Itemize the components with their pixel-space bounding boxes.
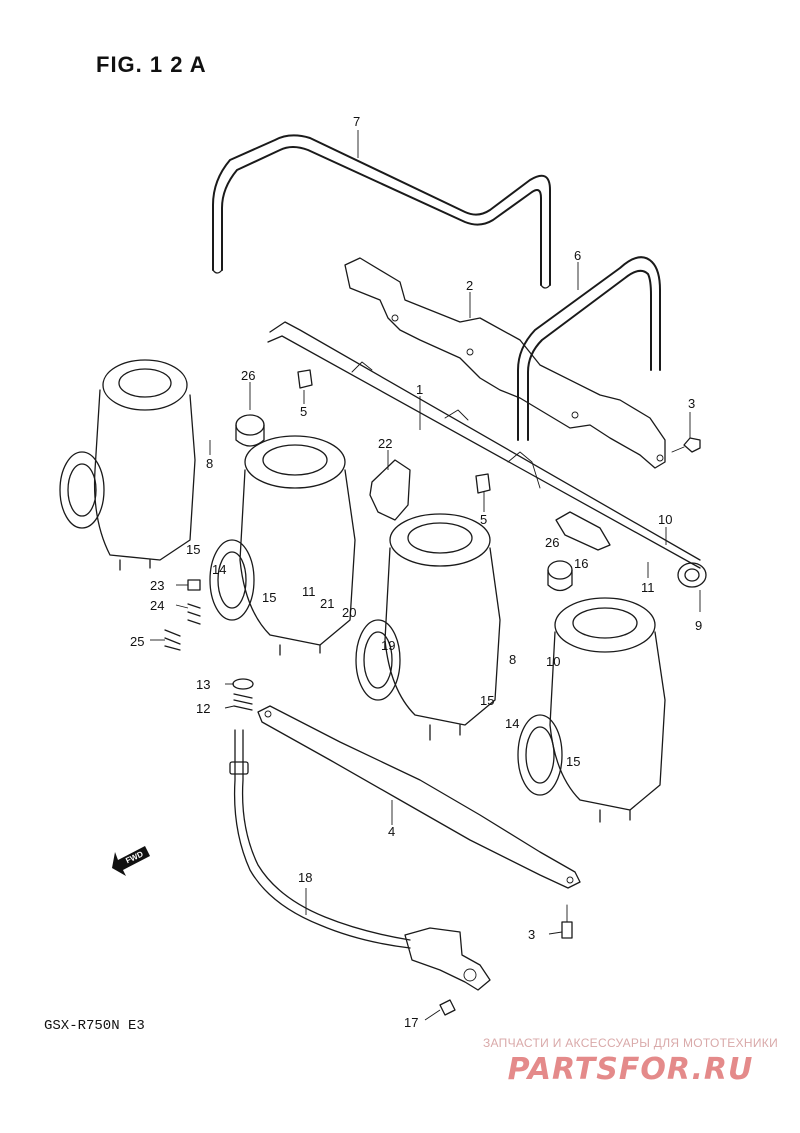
watermark-tagline: ЗАПЧАСТИ И АКСЕССУАРЫ ДЛЯ МОТОТЕХНИКИ bbox=[482, 1036, 778, 1050]
callout-26b: 26 bbox=[545, 535, 559, 550]
callout-4: 4 bbox=[388, 824, 395, 839]
fwd-arrow: FWD bbox=[112, 846, 150, 876]
cap-26-upper bbox=[235, 414, 265, 447]
callout-22: 22 bbox=[378, 436, 392, 451]
screw-3-upper bbox=[671, 437, 701, 453]
clip-5-lower bbox=[475, 473, 491, 494]
callout-6: 6 bbox=[574, 248, 581, 263]
vent-hose-7 bbox=[212, 134, 551, 289]
watermark: ЗАПЧАСТИ И АКСЕССУАРЫ ДЛЯ МОТОТЕХНИКИ PA… bbox=[483, 1036, 778, 1087]
screw-spring-23-24-25 bbox=[164, 579, 201, 651]
callout-25: 25 bbox=[130, 634, 144, 649]
lower-bracket-4 bbox=[257, 705, 581, 889]
callout-26: 26 bbox=[241, 368, 255, 383]
carburetor-body-2 bbox=[209, 435, 356, 656]
leader-lines bbox=[150, 130, 701, 1021]
callout-15: 15 bbox=[186, 542, 200, 557]
callout-5: 5 bbox=[300, 404, 307, 419]
callout-18: 18 bbox=[298, 870, 312, 885]
callout-15c: 15 bbox=[480, 693, 494, 708]
boot-22 bbox=[369, 459, 411, 521]
callout-1: 1 bbox=[416, 382, 423, 397]
callout-13: 13 bbox=[196, 677, 210, 692]
spring-12-and-washer-13 bbox=[232, 678, 254, 711]
model-code: GSX-R750N E3 bbox=[44, 1018, 145, 1034]
callout-10: 10 bbox=[658, 512, 672, 527]
callout-12: 12 bbox=[196, 701, 210, 716]
callout-8: 8 bbox=[206, 456, 213, 471]
callout-2: 2 bbox=[466, 278, 473, 293]
callout-16: 16 bbox=[574, 556, 588, 571]
bolt-17 bbox=[439, 999, 456, 1016]
bracket-16 bbox=[555, 511, 611, 551]
callout-20: 20 bbox=[342, 605, 356, 620]
screw-3-lower bbox=[561, 904, 573, 939]
callout-23: 23 bbox=[150, 578, 164, 593]
callout-15d: 15 bbox=[566, 754, 580, 769]
watermark-logo: PARTSFOR.RU bbox=[507, 1052, 754, 1087]
link-rod-1 bbox=[267, 321, 701, 569]
callout-8b: 8 bbox=[509, 652, 516, 667]
callout-9: 9 bbox=[695, 618, 702, 633]
callout-11: 11 bbox=[302, 584, 316, 599]
callout-21: 21 bbox=[320, 596, 334, 611]
carburetor-body-4 bbox=[517, 597, 666, 823]
bracket-plate-2 bbox=[344, 257, 666, 469]
callout-3: 3 bbox=[688, 396, 695, 411]
callout-24: 24 bbox=[150, 598, 164, 613]
callout-17: 17 bbox=[404, 1015, 418, 1030]
clip-5-upper bbox=[297, 369, 313, 389]
carburetor-body-1 bbox=[59, 359, 196, 571]
callout-14b: 14 bbox=[505, 716, 519, 731]
figure-title: FIG. 1 2 A bbox=[96, 52, 207, 77]
cap-26-lower bbox=[547, 560, 573, 592]
carburetor-body-3 bbox=[355, 513, 501, 741]
holder-9 bbox=[677, 562, 707, 588]
callout-5b: 5 bbox=[480, 512, 487, 527]
callout-labels: 7 2 6 26 5 1 3 22 8 10 5 15 14 15 23 24 … bbox=[130, 114, 702, 1030]
callout-3b: 3 bbox=[528, 927, 535, 942]
callout-10b: 10 bbox=[546, 654, 560, 669]
throttle-cable-18 bbox=[229, 729, 491, 991]
callout-19: 19 bbox=[381, 638, 395, 653]
callout-11b: 11 bbox=[641, 580, 655, 595]
callout-7: 7 bbox=[353, 114, 360, 129]
callout-14: 14 bbox=[212, 562, 226, 577]
vent-hose-6 bbox=[517, 256, 661, 441]
callout-15b: 15 bbox=[262, 590, 276, 605]
